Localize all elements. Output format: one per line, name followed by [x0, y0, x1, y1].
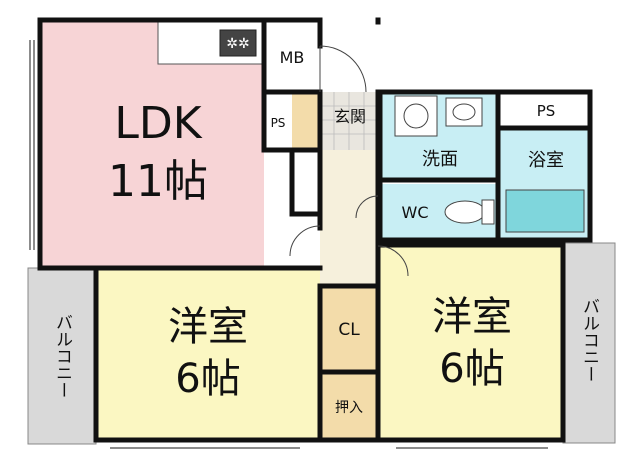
west-bedroom: [96, 268, 320, 440]
genkan-tiles: [320, 92, 378, 150]
genkan-label: 玄関: [334, 107, 366, 126]
oshiire-label: 押入: [335, 400, 363, 416]
ps-left-closet: [264, 92, 292, 150]
east-room-size: 6帖: [439, 346, 504, 392]
washer-drum-icon: [403, 103, 429, 129]
cl-label: CL: [338, 320, 360, 340]
cl-closet: [320, 286, 378, 372]
senmen-label: 洗面: [422, 149, 458, 170]
washer-pan: [394, 95, 438, 137]
toilet-tank: [481, 199, 495, 225]
ps-right-label: PS: [537, 102, 556, 120]
yokushitsu-label: 浴室: [528, 150, 564, 171]
stove-burners-icon: ✲✲: [226, 36, 249, 52]
west-room-name: 洋室: [168, 304, 248, 350]
door-swings: [289, 45, 409, 277]
west-room-size: 6帖: [175, 356, 240, 402]
mb-label: MB: [280, 48, 305, 67]
stove-icon: [219, 29, 257, 57]
wash-basin: [445, 97, 483, 127]
windows: [29, 40, 548, 449]
ldk-name: LDK: [114, 98, 202, 149]
genkan-step: [292, 92, 320, 150]
ps-left-label: PS: [271, 116, 286, 130]
ps-right-closet: [498, 92, 590, 128]
mb-closet: [264, 20, 320, 92]
walls: [37, 17, 593, 443]
balcony-right-label: バルコニー: [579, 298, 599, 383]
balcony-left: [27, 267, 97, 445]
wc-label: WC: [402, 203, 429, 222]
hallway: [320, 150, 378, 286]
bathtub: [505, 189, 585, 233]
east-room-name: 洋室: [432, 294, 512, 340]
basin-bowl-icon: [452, 103, 476, 121]
east-bedroom: [380, 245, 563, 440]
oshiire-closet: [320, 372, 378, 440]
ldk-size: 11帖: [108, 156, 208, 207]
balcony-left-label: バルコニー: [52, 314, 72, 399]
balcony-right: [562, 242, 616, 444]
toilet-icon: [444, 200, 486, 224]
